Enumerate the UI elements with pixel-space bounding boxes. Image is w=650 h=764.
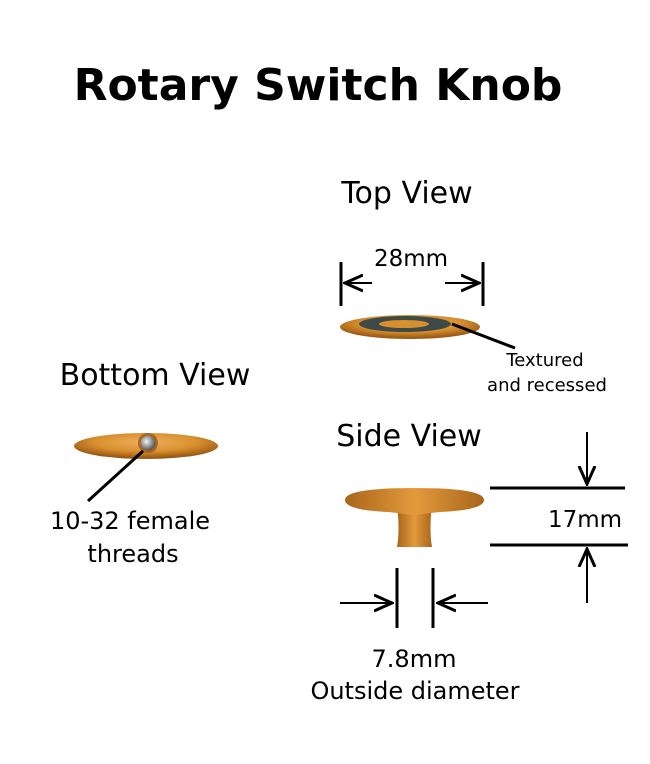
callout-line (86, 449, 145, 503)
texture-callout-line2: and recessed (487, 375, 607, 396)
bottom-view: Bottom View 10-32 female threads (50, 358, 250, 568)
stem-dimension: 7.8mm (372, 645, 457, 673)
thread-callout-line2: threads (87, 540, 178, 568)
knob-cap (345, 488, 484, 516)
thread-callout-line1: 10-32 female (50, 507, 210, 535)
top-view-label: Top View (340, 176, 472, 211)
stem-dimension-note: Outside diameter (310, 677, 519, 705)
width-dimension: 28mm (374, 246, 448, 272)
knob-stem (397, 505, 432, 547)
top-view: Top View 28mm Textured and recessed (339, 176, 607, 396)
height-dimension: 17mm (548, 507, 622, 533)
callout-line (451, 322, 516, 350)
side-view: Side View 17mm 7.8mm Outside diameter (310, 419, 628, 705)
bottom-view-label: Bottom View (60, 358, 251, 393)
side-view-label: Side View (336, 419, 482, 454)
diagram-title: Rotary Switch Knob (74, 60, 563, 111)
thread-hole (140, 435, 156, 451)
knob-center (379, 320, 429, 328)
texture-callout-line1: Textured (505, 350, 583, 371)
